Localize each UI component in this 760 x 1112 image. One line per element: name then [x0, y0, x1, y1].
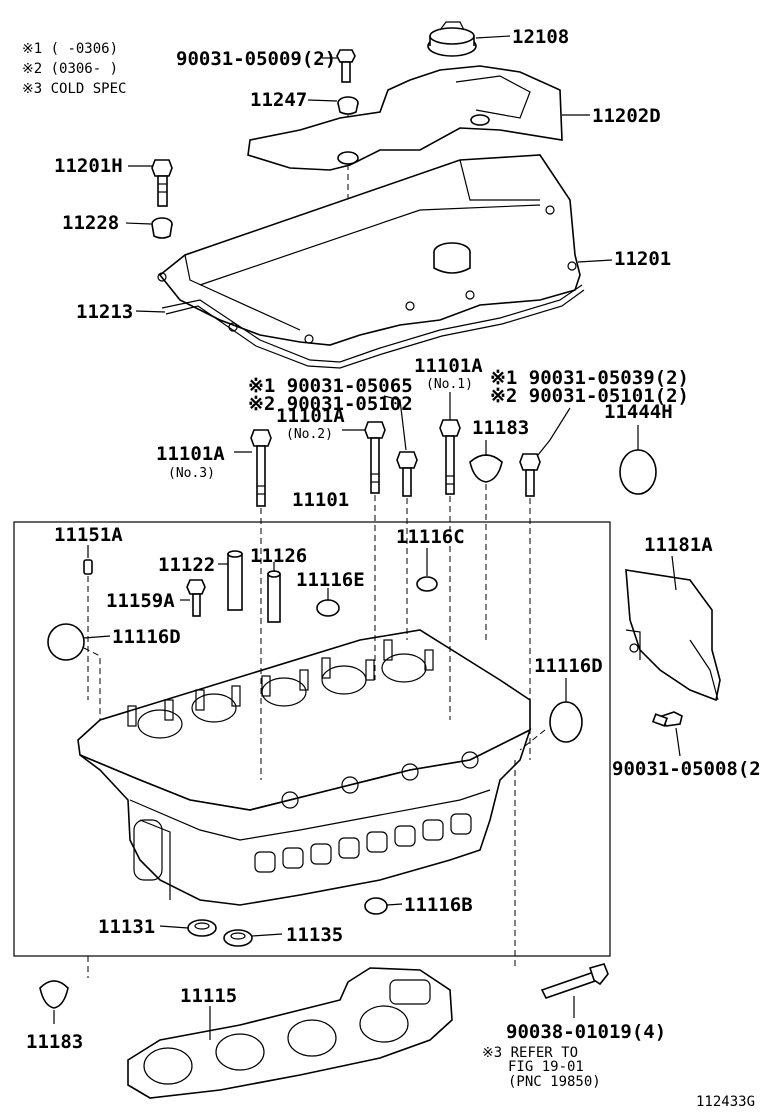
- plug-11183-bottom: [39, 980, 69, 1009]
- seal-11131: [187, 919, 217, 937]
- label-11183-top: 11183: [472, 417, 529, 439]
- sublabel-no3: (No.3): [168, 466, 215, 481]
- sublabel-no2: (No.2): [286, 427, 333, 442]
- label-11201: 11201: [614, 248, 671, 270]
- bolt-11101A-no2: [364, 421, 386, 494]
- bolt-11201H: [151, 159, 173, 207]
- oil-filler-cap: [427, 21, 477, 57]
- bolt-11101A-no1: [439, 419, 461, 495]
- plug-11116D-left: [47, 623, 85, 661]
- pin-11151A: [83, 559, 93, 575]
- label-11101A-no1: 11101A: [414, 355, 483, 377]
- label-90031-05065: ※1 90031-05065: [248, 375, 413, 397]
- bolt-90031-05008: [651, 711, 683, 727]
- label-90031-05101: ※2 90031-05101(2): [490, 385, 689, 407]
- label-11202D: 11202D: [592, 105, 661, 127]
- label-11116E: 11116E: [296, 569, 365, 591]
- cylinder-head-11101: [77, 629, 532, 906]
- label-11151A: 11151A: [54, 524, 123, 546]
- label-11116B: 11116B: [404, 894, 473, 916]
- plug-11116D-right: [549, 701, 583, 743]
- label-11213: 11213: [76, 301, 133, 323]
- bolt-11101A-no3: [250, 429, 272, 507]
- sublabel-no1: (No.1): [426, 377, 473, 392]
- cylinder-head-frame: [13, 521, 611, 957]
- cover-11181A: [625, 569, 721, 702]
- label-11159A: 11159A: [106, 590, 175, 612]
- label-11126: 11126: [250, 545, 307, 567]
- label-90031-05009: 90031-05009(2): [176, 48, 336, 70]
- label-11201H: 11201H: [54, 155, 123, 177]
- label-11116D-right: 11116D: [534, 655, 603, 677]
- label-11116D-left: 11116D: [112, 626, 181, 648]
- plug-11183-top: [469, 454, 503, 483]
- gasket-11213: [161, 284, 585, 369]
- grommet-11228: [151, 217, 173, 239]
- label-11247: 11247: [250, 89, 307, 111]
- label-11115: 11115: [180, 985, 237, 1007]
- note-2: ※2 (0306- ): [22, 61, 118, 77]
- label-11101: 11101: [292, 489, 349, 511]
- label-90038-01019: 90038-01019(4): [506, 1021, 666, 1043]
- label-11183-bottom: 11183: [26, 1031, 83, 1053]
- bolt-90038-01019: [540, 963, 609, 999]
- head-gasket-11115: [127, 967, 453, 1099]
- plug-11444H: [619, 449, 657, 495]
- bolt-90031-05065: [396, 451, 418, 497]
- grommet-11247: [337, 96, 359, 115]
- label-90031-05008: 90031-05008(2): [612, 758, 760, 780]
- refer-line-1: ※3 REFER TO: [482, 1045, 578, 1061]
- label-90031-05102: ※2 90031-05102: [248, 393, 413, 415]
- label-11228: 11228: [62, 212, 119, 234]
- label-11122: 11122: [158, 554, 215, 576]
- cover-11202D: [247, 65, 563, 171]
- plug-11116C: [416, 576, 438, 592]
- refer-line-2: FIG 19-01: [508, 1059, 584, 1075]
- bolt-90031-05009: [336, 49, 356, 83]
- label-11101A-no2: 11101A: [276, 405, 345, 427]
- figure-id: 112433G: [696, 1094, 755, 1110]
- seal-11135: [223, 929, 253, 947]
- label-11116C: 11116C: [396, 526, 465, 548]
- label-11135: 11135: [286, 924, 343, 946]
- label-11181A: 11181A: [644, 534, 713, 556]
- refer-line-3: (PNC 19850): [508, 1074, 601, 1090]
- label-12108: 12108: [512, 26, 569, 48]
- label-90031-05039: ※1 90031-05039(2): [490, 367, 689, 389]
- guide-11126: [267, 570, 281, 623]
- spec-notes: ※1 ( -0306) ※2 (0306- ) ※3 COLD SPEC: [22, 41, 126, 97]
- note-3: ※3 COLD SPEC: [22, 81, 126, 97]
- bolt-90031-05039: [519, 453, 541, 497]
- note-1: ※1 ( -0306): [22, 41, 118, 57]
- label-11444H: 11444H: [604, 401, 673, 423]
- head-cover-11201: [157, 154, 581, 346]
- bolt-11159A: [186, 579, 206, 617]
- plug-11116E: [316, 599, 340, 617]
- plug-11116B: [364, 897, 388, 915]
- guide-11122: [227, 550, 243, 611]
- label-11131: 11131: [98, 916, 155, 938]
- label-11101A-no3: 11101A: [156, 443, 225, 465]
